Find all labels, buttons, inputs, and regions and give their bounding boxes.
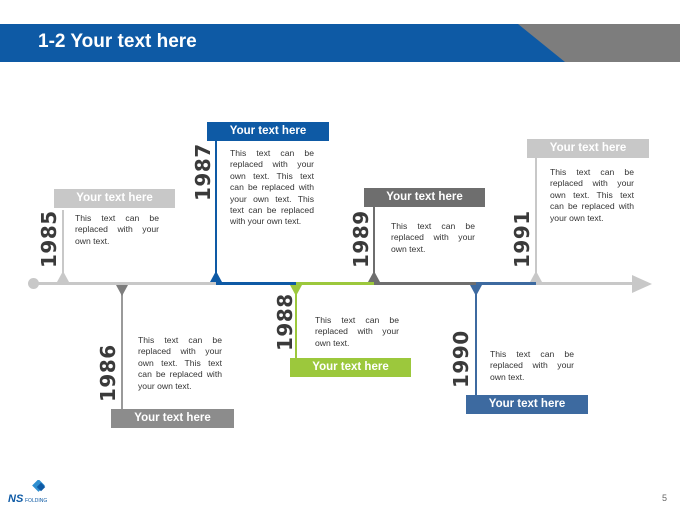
event-text-1988: This text can be replaced with your own … bbox=[315, 315, 399, 348]
connector-1987 bbox=[215, 141, 217, 282]
marker-1987-icon bbox=[210, 271, 222, 282]
event-label-1990: Your text here bbox=[466, 395, 588, 414]
year-1990: 1990 bbox=[449, 330, 473, 388]
event-label-1985: Your text here bbox=[54, 189, 175, 208]
event-label-1991: Your text here bbox=[527, 139, 649, 158]
event-text-1985: This text can be replaced with your own … bbox=[75, 213, 159, 246]
year-1988: 1988 bbox=[273, 293, 297, 351]
timeline-start-dot bbox=[28, 278, 39, 289]
year-1986: 1986 bbox=[96, 344, 120, 402]
event-text-1987: This text can be replaced with your own … bbox=[230, 148, 314, 227]
marker-1986-icon bbox=[116, 285, 128, 296]
connector-1988 bbox=[295, 285, 297, 358]
svg-text:NS: NS bbox=[8, 493, 24, 505]
connector-1986 bbox=[121, 285, 123, 409]
connector-1989 bbox=[373, 207, 375, 282]
connector-1991 bbox=[535, 158, 537, 282]
timeline-segment-1990 bbox=[476, 282, 536, 285]
timeline-arrow-icon bbox=[632, 275, 652, 293]
marker-1985-icon bbox=[57, 271, 69, 282]
year-1985: 1985 bbox=[37, 210, 61, 268]
event-label-1988: Your text here bbox=[290, 358, 411, 377]
year-1989: 1989 bbox=[349, 210, 373, 268]
marker-1990-icon bbox=[470, 285, 482, 296]
event-label-1987: Your text here bbox=[207, 122, 329, 141]
connector-1985 bbox=[62, 210, 64, 282]
timeline-segment-1987 bbox=[216, 282, 296, 285]
company-logo: NS FOLDING bbox=[8, 479, 66, 506]
connector-1990 bbox=[475, 285, 477, 395]
svg-text:FOLDING: FOLDING bbox=[25, 498, 47, 504]
marker-1991-icon bbox=[530, 271, 542, 282]
header-bar bbox=[0, 24, 566, 62]
event-text-1991: This text can be replaced with your own … bbox=[550, 167, 634, 223]
event-label-1989: Your text here bbox=[364, 188, 485, 207]
timeline-segment-1989 bbox=[374, 282, 476, 285]
marker-1989-icon bbox=[368, 271, 380, 282]
page-number: 5 bbox=[662, 493, 668, 503]
year-1991: 1991 bbox=[510, 210, 534, 268]
page-title: 1-2 Your text here bbox=[38, 31, 197, 52]
event-text-1990: This text can be replaced with your own … bbox=[490, 349, 574, 382]
event-label-1986: Your text here bbox=[111, 409, 234, 428]
marker-1988-icon bbox=[290, 285, 302, 296]
event-text-1986: This text can be replaced with your own … bbox=[138, 335, 222, 391]
event-text-1989: This text can be replaced with your own … bbox=[391, 221, 475, 254]
year-1987: 1987 bbox=[191, 143, 215, 201]
timeline-segment-1988 bbox=[296, 282, 374, 285]
